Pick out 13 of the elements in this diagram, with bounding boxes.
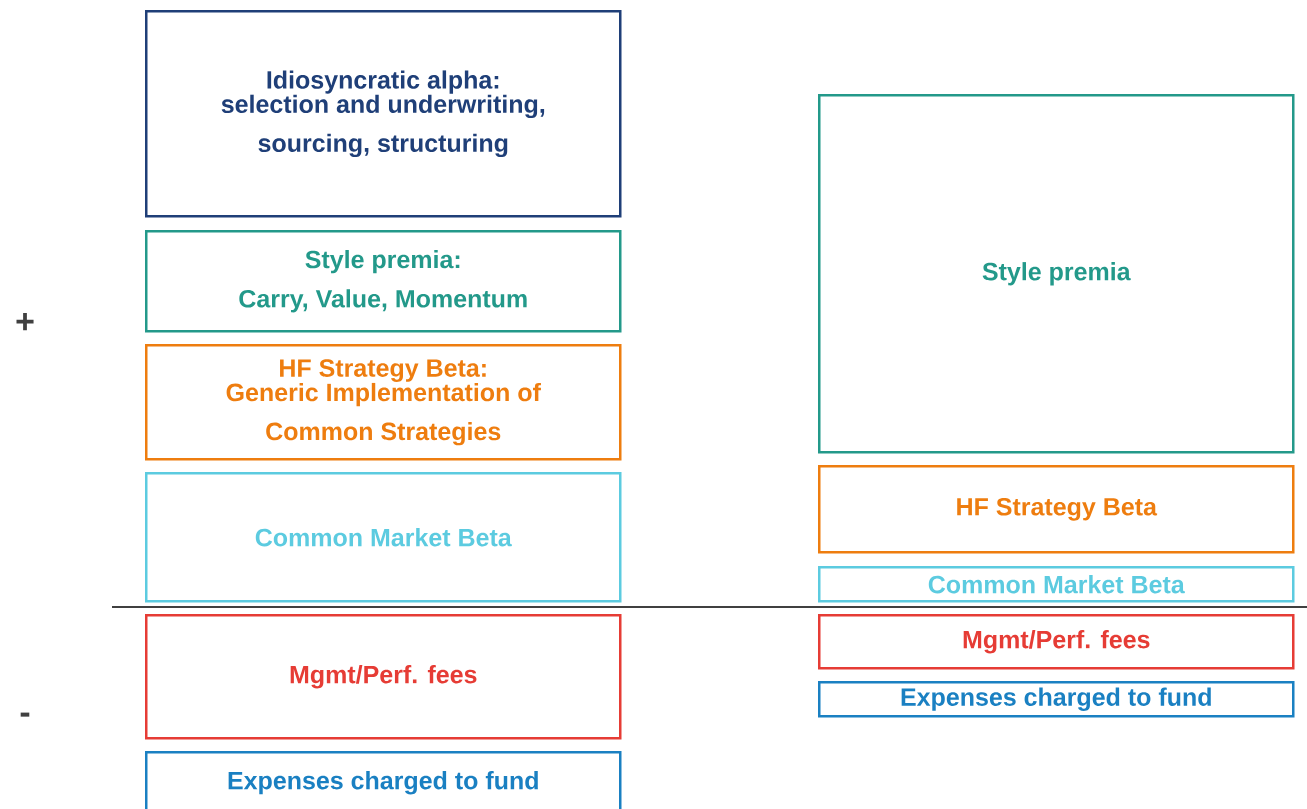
text-box: Expenses charged to fund [145,751,622,809]
text-box: Mgmt/Perf. fees [818,614,1295,670]
text-box: Common Market Beta [145,472,622,603]
text-box: HF Strategy Beta [818,465,1295,554]
text-box: Expenses charged to fund [818,681,1295,718]
text-box: Style premia: Carry, Value, Momentum [145,230,622,333]
text-box: Mgmt/Perf. fees [145,614,622,740]
text-box: Common Market Beta [818,566,1295,603]
text-box: HF Strategy Beta: Generic Implementation of Common Strategies [145,344,622,461]
text-box: Style premia [818,94,1295,454]
text-box: Idiosyncratic alpha: selection and underwriting, sourcing, structuring [145,10,622,218]
sign-label: + [16,313,34,331]
sign-label: - [20,712,30,717]
